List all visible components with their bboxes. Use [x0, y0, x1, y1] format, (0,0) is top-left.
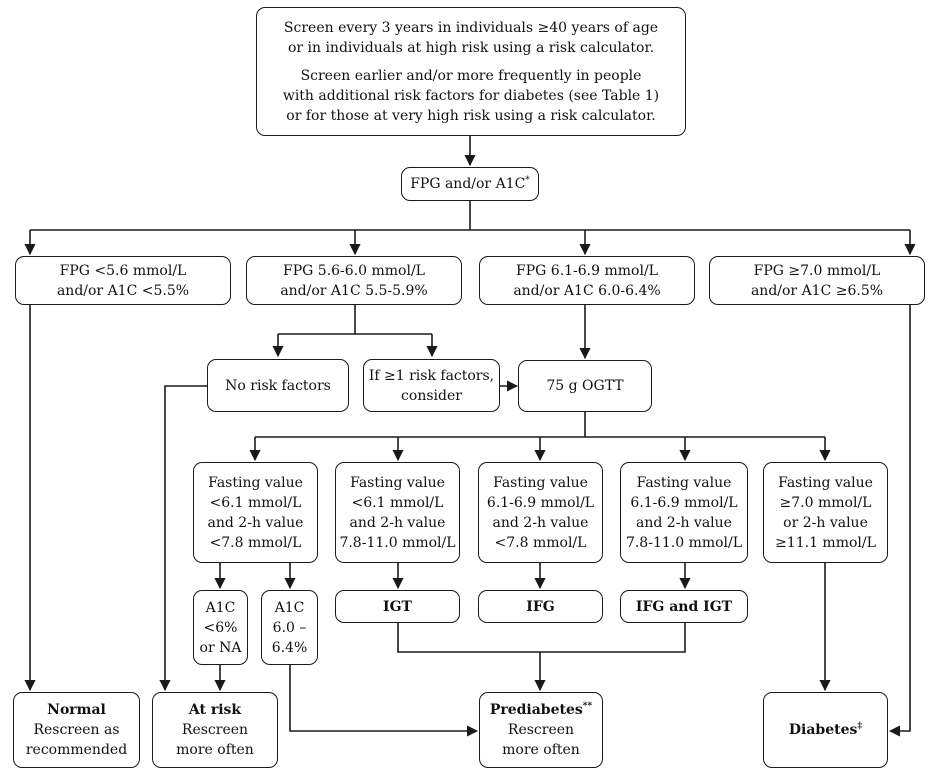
fasting-2-line-3: and 2-h value: [349, 514, 446, 531]
fasting-4-line-2: 6.1-6.9 mmol/L: [630, 494, 738, 511]
range-2-line-2: and/or A1C 5.5-5.9%: [280, 282, 428, 299]
outcome-at-risk-box: At risk Rescreen more often: [152, 692, 278, 768]
screen-line-1: Screen every 3 years in individuals ≥40 …: [283, 19, 659, 36]
a1c-mid-line-1: A1C: [274, 599, 305, 616]
fasting-2-line-2: <6.1 mmol/L: [351, 494, 444, 511]
ogtt-box: 75 g OGTT: [518, 360, 652, 412]
merge-bus: [397, 623, 686, 653]
a1c-low-line-2: <6%: [203, 619, 238, 636]
range-4-line-2: and/or A1C ≥6.5%: [750, 282, 884, 299]
fasting-box-3: Fasting value 6.1-6.9 mmol/L and 2-h val…: [478, 462, 603, 563]
connector-a1c-mid-to-prediabetes: [289, 665, 479, 737]
fasting-4-line-1: Fasting value: [636, 474, 732, 491]
ogtt-label: 75 g OGTT: [546, 378, 624, 394]
fasting-3-line-1: Fasting value: [493, 474, 588, 491]
fasting-box-2: Fasting value <6.1 mmol/L and 2-h value …: [335, 462, 460, 563]
screen-line-4: with additional risk factors for diabete…: [282, 87, 660, 104]
igt-box: IGT: [335, 590, 460, 623]
range-3-line-1: FPG 6.1-6.9 mmol/L: [516, 262, 658, 279]
outcome-prediabetes-box: Prediabetes** Rescreen more often: [479, 692, 603, 768]
screen-line-5: or for those at very high risk using a r…: [286, 107, 656, 124]
if-risk-factors-box: If ≥1 risk factors, consider: [363, 359, 500, 412]
fasting-5-line-3: or 2-h value: [783, 514, 868, 531]
connector-no-risk-to-at-risk: [159, 385, 207, 692]
fasting-1-line-2: <6.1 mmol/L: [209, 494, 302, 511]
range-box-3: FPG 6.1-6.9 mmol/L and/or A1C 6.0-6.4%: [479, 256, 695, 305]
prediabetes-title: Prediabetes: [489, 702, 583, 718]
fasting-box-5: Fasting value ≥7.0 mmol/L or 2-h value ≥…: [763, 462, 888, 563]
no-risk-factors-box: No risk factors: [207, 359, 349, 412]
a1c-mid-box: A1C 6.0 – 6.4%: [261, 590, 318, 665]
range-box-2: FPG 5.6-6.0 mmol/L and/or A1C 5.5-5.9%: [246, 256, 462, 305]
fasting-2-line-1: Fasting value: [350, 474, 445, 491]
test-label: FPG and/or A1C: [410, 176, 526, 192]
fasting-4-line-4: 7.8-11.0 mmol/L: [625, 534, 743, 551]
fasting-3-line-3: and 2-h value: [492, 514, 589, 531]
fasting-5-line-2: ≥7.0 mmol/L: [779, 494, 872, 511]
fasting-box-4: Fasting value 6.1-6.9 mmol/L and 2-h val…: [620, 462, 748, 563]
ifg-and-igt-label: IFG and IGT: [635, 598, 733, 615]
outcome-diabetes-box: Diabetes‡: [763, 692, 888, 768]
fasting-4-line-3: and 2-h value: [636, 514, 732, 531]
range-box-4: FPG ≥7.0 mmol/L and/or A1C ≥6.5%: [709, 256, 925, 305]
screen-line-2: or in individuals at high risk using a r…: [287, 39, 655, 56]
test-box: FPG and/or A1C*: [401, 167, 539, 201]
normal-line-1: Rescreen as: [33, 722, 120, 738]
range-1-line-1: FPG <5.6 mmol/L: [59, 262, 187, 279]
fasting-5-line-1: Fasting value: [778, 474, 873, 491]
diabetes-title: Diabetes: [788, 722, 858, 738]
ifg-box: IFG: [478, 590, 603, 623]
range-1-line-2: and/or A1C <5.5%: [56, 282, 190, 299]
fasting-3-line-2: 6.1-6.9 mmol/L: [486, 494, 595, 511]
at-risk-line-2: more often: [176, 742, 254, 758]
fasting-1-line-4: <7.8 mmol/L: [209, 534, 302, 551]
fasting-box-1: Fasting value <6.1 mmol/L and 2-h value …: [193, 462, 318, 563]
ifg-label: IFG: [526, 598, 555, 615]
range-4-line-1: FPG ≥7.0 mmol/L: [753, 262, 881, 279]
range-box-1: FPG <5.6 mmol/L and/or A1C <5.5%: [15, 256, 231, 305]
screen-line-3: Screen earlier and/or more frequently in…: [300, 67, 642, 84]
normal-line-2: recommended: [25, 742, 128, 758]
prediabetes-footnote-mark: **: [582, 701, 593, 712]
a1c-low-line-3: or NA: [199, 639, 242, 656]
normal-title: Normal: [47, 702, 106, 718]
at-risk-title: At risk: [188, 702, 242, 718]
if-risk-line-2: consider: [401, 387, 462, 404]
fasting-2-line-4: 7.8-11.0 mmol/L: [339, 534, 456, 551]
prediabetes-line-1: Rescreen: [507, 722, 575, 738]
fasting-1-line-3: and 2-h value: [207, 514, 304, 531]
prediabetes-line-2: more often: [502, 742, 580, 758]
a1c-low-box: A1C <6% or NA: [193, 590, 248, 665]
a1c-low-line-1: A1C: [205, 599, 236, 616]
a1c-mid-line-3: 6.4%: [271, 639, 308, 656]
a1c-mid-line-2: 6.0 –: [272, 619, 307, 636]
connector-range-4-to-diabetes: [888, 305, 911, 737]
fasting-3-line-4: <7.8 mmol/L: [494, 534, 587, 551]
range-3-line-2: and/or A1C 6.0-6.4%: [513, 282, 661, 299]
if-risk-line-1: If ≥1 risk factors,: [368, 367, 495, 384]
screening-guideline-box: Screen every 3 years in individuals ≥40 …: [256, 7, 686, 136]
at-risk-line-1: Rescreen: [181, 722, 249, 738]
no-risk-label: No risk factors: [225, 377, 331, 394]
outcome-normal-box: Normal Rescreen as recommended: [13, 692, 140, 768]
igt-label: IGT: [383, 598, 412, 615]
diabetes-footnote-mark: ‡: [857, 721, 863, 732]
range-2-line-1: FPG 5.6-6.0 mmol/L: [283, 262, 425, 279]
fasting-5-line-4: ≥11.1 mmol/L: [775, 534, 876, 551]
ifg-and-igt-box: IFG and IGT: [620, 590, 748, 623]
fasting-1-line-1: Fasting value: [208, 474, 303, 491]
test-footnote-mark: *: [525, 175, 530, 186]
